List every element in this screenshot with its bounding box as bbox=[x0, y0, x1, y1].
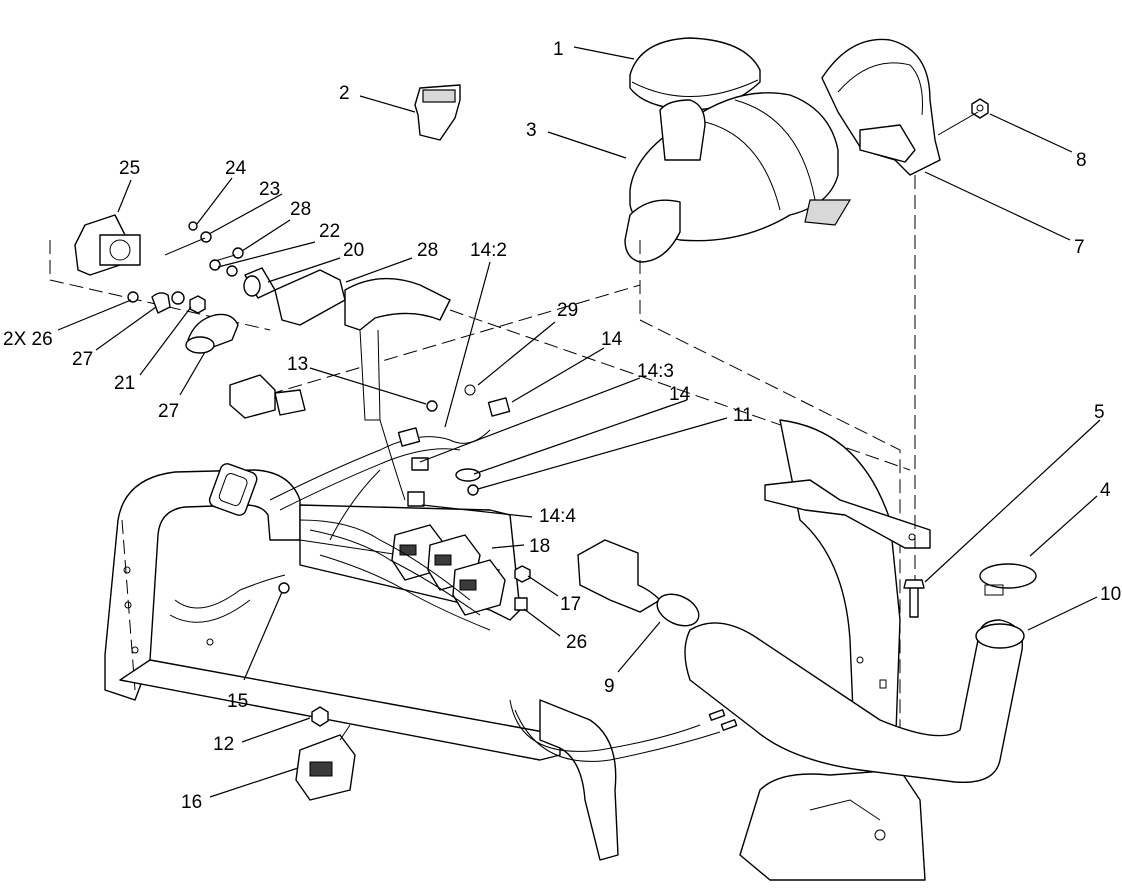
callout-26b: 26 bbox=[566, 632, 587, 653]
relay-group bbox=[391, 524, 506, 616]
callout-23: 23 bbox=[259, 179, 280, 200]
intake-hose-assembly bbox=[577, 539, 1037, 784]
callout-24: 24 bbox=[225, 158, 247, 179]
callout-25: 25 bbox=[119, 158, 140, 179]
callout-12: 12 bbox=[213, 734, 234, 755]
callout-13: 13 bbox=[287, 354, 308, 375]
callout-21: 21 bbox=[114, 373, 135, 394]
callout-18: 18 bbox=[529, 536, 550, 557]
callout-5: 5 bbox=[1094, 402, 1105, 423]
callout-14-3: 14:3 bbox=[637, 361, 674, 382]
frame bbox=[49, 240, 931, 881]
callout-28b: 28 bbox=[417, 240, 438, 261]
callout-2x26: 2X 26 bbox=[3, 329, 53, 350]
callout-22: 22 bbox=[319, 221, 340, 242]
electrical-assembly bbox=[74, 84, 738, 801]
callout-3: 3 bbox=[526, 120, 537, 141]
callout-28a: 28 bbox=[290, 199, 311, 220]
callout-9: 9 bbox=[604, 676, 615, 697]
air-cleaner-assembly bbox=[624, 37, 989, 580]
callout-10: 10 bbox=[1100, 584, 1121, 605]
callout-11: 11 bbox=[733, 405, 753, 426]
callout-14b: 14 bbox=[669, 384, 691, 405]
callout-14-4: 14:4 bbox=[539, 506, 576, 527]
callout-14a: 14 bbox=[601, 329, 623, 350]
callout-16: 16 bbox=[181, 792, 202, 813]
callout-27b: 27 bbox=[158, 401, 179, 422]
callout-17: 17 bbox=[560, 594, 581, 615]
callout-4: 4 bbox=[1100, 480, 1111, 501]
callout-2: 2 bbox=[339, 83, 350, 104]
callout-7: 7 bbox=[1074, 237, 1085, 258]
callout-14-2: 14:2 bbox=[470, 240, 507, 261]
callout-27a: 27 bbox=[72, 349, 93, 370]
callout-1: 1 bbox=[553, 39, 564, 60]
callout-29: 29 bbox=[557, 300, 578, 321]
callout-15: 15 bbox=[227, 691, 248, 712]
callout-20: 20 bbox=[343, 240, 364, 261]
callout-8: 8 bbox=[1076, 150, 1087, 171]
callout-labels: 1 2 3 8 7 25 24 23 28 22 20 28 14:2 2X 2… bbox=[3, 39, 1121, 813]
leader-lines bbox=[57, 46, 1101, 798]
